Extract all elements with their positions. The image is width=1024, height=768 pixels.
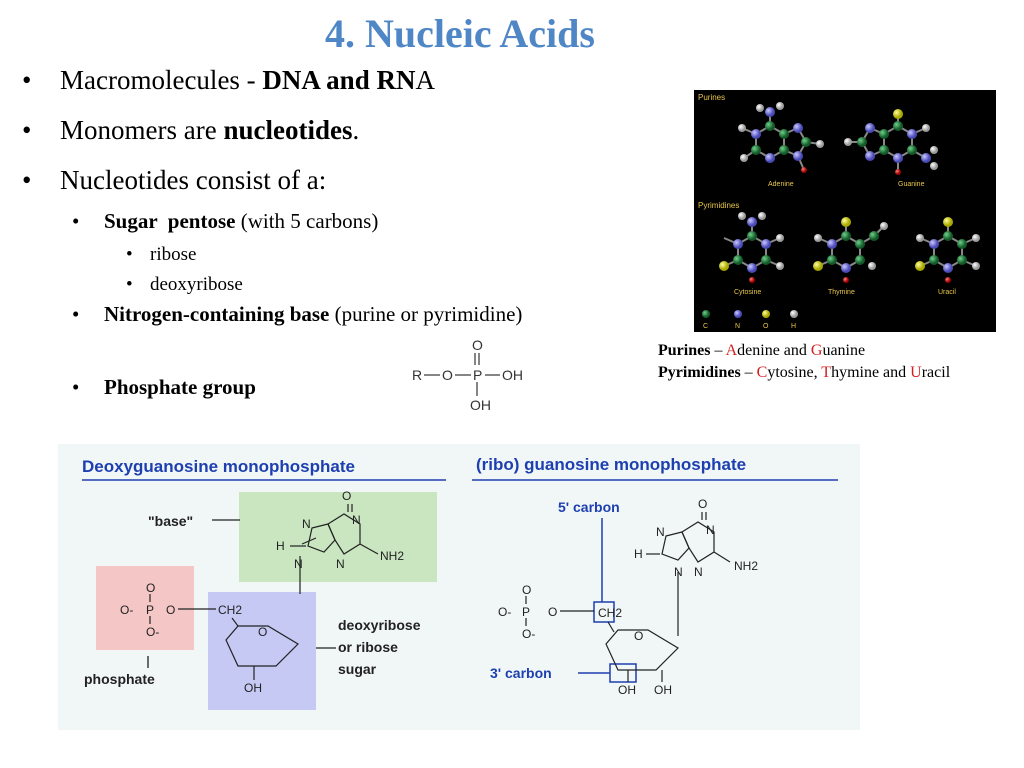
- phosphate-label: phosphate: [84, 671, 155, 687]
- svg-text:CH2: CH2: [218, 603, 242, 617]
- svg-text:N: N: [694, 565, 703, 579]
- svg-text:O-: O-: [522, 627, 535, 641]
- svg-text:P: P: [146, 603, 154, 617]
- svg-text:O-: O-: [146, 625, 159, 639]
- svg-text:O: O: [472, 337, 483, 353]
- sugar-label-line1: deoxyribose: [338, 617, 421, 633]
- uracil-molecule: [919, 222, 977, 269]
- svg-text:C: C: [703, 323, 708, 330]
- svg-text:O: O: [342, 489, 351, 503]
- svg-text:O: O: [258, 625, 267, 639]
- svg-text:O: O: [166, 603, 175, 617]
- svg-text:O: O: [548, 605, 557, 619]
- bullet-marker: •: [22, 115, 32, 145]
- svg-text:P: P: [473, 367, 482, 383]
- svg-text:N: N: [336, 557, 345, 571]
- svg-text:OH: OH: [244, 681, 262, 695]
- svg-text:N: N: [735, 323, 740, 330]
- svg-text:OH: OH: [470, 397, 491, 413]
- sugar-box: [208, 592, 316, 710]
- bullet-marker: •: [22, 65, 32, 95]
- svg-text:R: R: [412, 367, 422, 383]
- svg-text:N: N: [656, 525, 665, 539]
- three-prime-carbon-box: [609, 663, 637, 683]
- svg-text:N: N: [294, 557, 303, 571]
- bullet-macromolecules: • Macromolecules - DNA and RNA: [22, 65, 435, 95]
- uracil-label: Uracil: [938, 289, 956, 296]
- svg-text:N: N: [302, 517, 311, 531]
- svg-text:O-: O-: [498, 605, 511, 619]
- bullet-list: • Macromolecules - DNA and RNA • Monomer…: [20, 64, 680, 409]
- pyrimidines-line: Pyrimidines – Cytosine, Thymine and Urac…: [658, 364, 951, 381]
- sub-sub-bullet-deoxyribose: • deoxyribose: [126, 274, 243, 295]
- svg-text:OH: OH: [654, 683, 672, 697]
- purines-line: Purines – Adenine and Guanine: [658, 342, 866, 359]
- svg-text:O: O: [146, 581, 155, 595]
- guanine-label: Guanine: [898, 181, 925, 188]
- base-label: "base": [148, 513, 193, 529]
- bullet-marker: •: [72, 375, 80, 399]
- svg-text:P: P: [522, 605, 530, 619]
- adenine-label: Adenine: [768, 181, 794, 188]
- sugar-label-line2: or ribose: [338, 639, 398, 655]
- svg-text:O: O: [698, 497, 707, 511]
- svg-text:H: H: [276, 539, 285, 553]
- bullet-marker: •: [72, 302, 80, 326]
- thymine-label: Thymine: [828, 289, 855, 296]
- atom-legend: C N O H: [702, 310, 798, 330]
- nucleotide-structures-figure: Deoxyguanosine monophosphate (ribo) guan…: [58, 444, 860, 730]
- svg-text:NH2: NH2: [734, 559, 758, 573]
- svg-text:N: N: [674, 565, 683, 579]
- sub-sub-bullet-ribose: • ribose: [126, 244, 197, 265]
- bullet-nucleotides: • Nucleotides consist of a:: [22, 165, 327, 195]
- svg-text:OH: OH: [618, 683, 636, 697]
- svg-text:OH: OH: [502, 367, 523, 383]
- five-prime-carbon-label: 5' carbon: [558, 499, 620, 515]
- nitrogen-bases-image: Purines Pyrimidines Adenine: [694, 90, 996, 332]
- nitrogen-bases-svg: Purines Pyrimidines Adenine: [698, 93, 980, 330]
- three-prime-carbon-label: 3' carbon: [490, 665, 552, 681]
- five-prime-carbon-box: [593, 601, 615, 623]
- svg-text:O: O: [634, 629, 643, 643]
- base-types-legend: Purines – Adenine and Guanine Pyrimidine…: [658, 340, 950, 384]
- svg-text:N: N: [706, 523, 715, 537]
- svg-text:N: N: [352, 513, 361, 527]
- sub-bullet-sugar: • Sugar pentose (with 5 carbons): [72, 209, 379, 233]
- pyrimidines-section-label: Pyrimidines: [698, 201, 739, 210]
- bullet-marker: •: [72, 209, 80, 233]
- phosphate-formula: O R O P OH OH: [408, 336, 538, 421]
- right-figure-title: (ribo) guanosine monophosphate: [476, 455, 746, 474]
- bullet-marker: •: [126, 244, 133, 265]
- svg-text:CH2: CH2: [598, 606, 622, 620]
- cytosine-molecule: [723, 222, 781, 269]
- svg-text:O-: O-: [120, 603, 133, 617]
- svg-text:H: H: [634, 547, 643, 561]
- purines-section-label: Purines: [698, 93, 725, 102]
- svg-text:H: H: [791, 323, 796, 330]
- bullet-monomers: • Monomers are nucleotides.: [22, 115, 360, 145]
- svg-text:O: O: [442, 367, 453, 383]
- base-box: [239, 492, 437, 582]
- bullet-marker: •: [22, 165, 32, 195]
- cytosine-label: Cytosine: [734, 289, 761, 296]
- svg-text:NH2: NH2: [380, 549, 404, 563]
- sub-bullet-phosphate: • Phosphate group: [72, 375, 256, 399]
- phosphate-box: [96, 566, 194, 650]
- left-figure-title: Deoxyguanosine monophosphate: [82, 457, 355, 476]
- sugar-label-line3: sugar: [338, 661, 377, 677]
- sub-bullet-base: • Nitrogen-containing base (purine or py…: [72, 302, 523, 326]
- bullet-marker: •: [126, 274, 133, 295]
- svg-text:O: O: [763, 323, 769, 330]
- slide-title: 4. Nucleic Acids: [325, 11, 595, 56]
- svg-text:O: O: [522, 583, 531, 597]
